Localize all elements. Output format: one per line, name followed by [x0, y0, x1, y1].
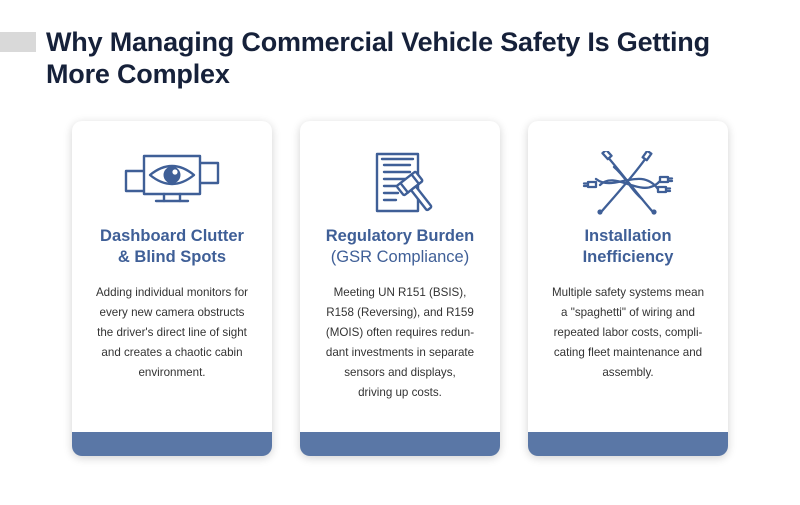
card-description: Adding individual monitors for every new… [86, 283, 258, 383]
card-body-line: sensors and displays, [344, 366, 456, 379]
card-body-line: every new camera obstructs [99, 306, 245, 319]
card-body-line: dant investments in separate [325, 346, 475, 359]
card-title: Regulatory Burden (GSR Compliance) [308, 226, 492, 268]
page-title-line-2: More Complex [46, 59, 230, 89]
card-description: Meeting UN R151 (BSIS), R158 (Reversing)… [314, 283, 486, 403]
card-title-line: & Blind Spots [117, 248, 227, 266]
tangled-cables-icon [582, 151, 674, 215]
card-title: Installation Inefficiency [536, 226, 720, 268]
card-body-line: cating fleet maintenance and [553, 346, 703, 359]
card-dashboard-clutter: Dashboard Clutter & Blind Spots Adding i… [72, 121, 272, 456]
card-body-line: Multiple safety systems mean [551, 286, 705, 299]
card-title-line: Dashboard Clutter [100, 227, 244, 245]
card-body-line: Adding individual monitors for [95, 286, 249, 299]
card-body-line: a "spaghetti" of wiring and [561, 306, 695, 319]
card-installation-inefficiency: Installation Inefficiency Multiple safet… [528, 121, 728, 456]
card-body-line: R158 (Reversing), and R159 [326, 306, 474, 319]
card-footer-band [528, 432, 728, 456]
card-body-line: environment. [138, 366, 206, 379]
card-body-line: Meeting UN R151 (BSIS), [333, 286, 467, 299]
card-footer-band [72, 432, 272, 456]
title-marker [0, 32, 36, 52]
card-description: Multiple safety systems mean a "spaghett… [542, 283, 714, 383]
card-title-line: Regulatory Burden [325, 227, 475, 245]
page-title: Why Managing Commercial Vehicle Safety I… [46, 26, 786, 90]
monitor-eye-icon [124, 154, 220, 203]
card-title: Dashboard Clutter & Blind Spots [80, 226, 264, 268]
card-body-line: driving up costs. [358, 386, 442, 399]
card-title-line: (GSR Compliance) [330, 248, 470, 266]
card-title-line: Inefficiency [582, 248, 674, 266]
document-gavel-icon [375, 152, 433, 213]
card-regulatory-burden: Regulatory Burden (GSR Compliance) Meeti… [300, 121, 500, 456]
card-body-line: the driver's direct line of sight [97, 326, 247, 339]
page-title-line-1: Why Managing Commercial Vehicle Safety I… [46, 27, 710, 57]
card-footer-band [300, 432, 500, 456]
card-body-line: repeated labor costs, compli- [553, 326, 703, 339]
card-body-line: assembly. [602, 366, 654, 379]
card-title-line: Installation [584, 227, 672, 245]
card-body-line: (MOIS) often requires redun- [325, 326, 475, 339]
card-body-line: and creates a chaotic cabin [101, 346, 243, 359]
